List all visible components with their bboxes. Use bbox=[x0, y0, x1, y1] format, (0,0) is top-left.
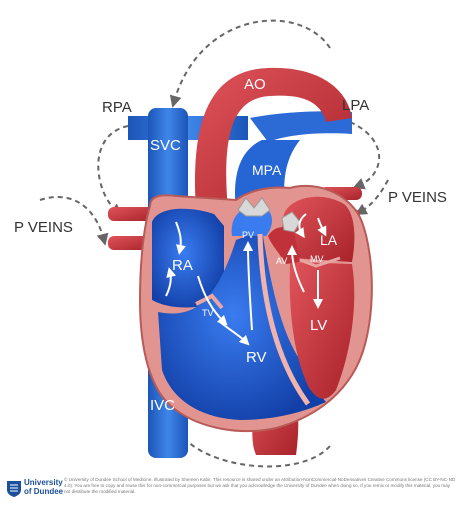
left-ventricle bbox=[289, 262, 355, 399]
flow-arrow-ivc-ra bbox=[165, 267, 177, 297]
label-rpa: RPA bbox=[102, 99, 132, 116]
label-ao: AO bbox=[244, 76, 266, 93]
label-mpa: MPA bbox=[252, 162, 282, 178]
flow-arrow-la-mv bbox=[317, 217, 327, 237]
arrow-pveins-left bbox=[39, 195, 109, 246]
arrow-body-to-svc bbox=[169, 19, 331, 108]
flow-arrow-ra-rv bbox=[197, 275, 228, 326]
label-pv: PV bbox=[242, 230, 254, 240]
flow-arrow-lv-av bbox=[287, 245, 305, 293]
credit-line-1: © University of Dundee School of Medicin… bbox=[64, 477, 456, 482]
pulmonary-valve bbox=[237, 197, 271, 217]
university-shield-icon bbox=[7, 481, 21, 497]
label-p-veins-right: P VEINS bbox=[388, 189, 447, 206]
label-la: LA bbox=[320, 232, 338, 248]
aortic-valve bbox=[281, 211, 301, 233]
right-ventricle bbox=[158, 230, 326, 420]
flow-arrow-rv-pv bbox=[243, 241, 254, 331]
arrow-rpa-to-pveins bbox=[97, 125, 129, 216]
label-lpa: LPA bbox=[342, 97, 369, 114]
label-lv: LV bbox=[310, 317, 327, 334]
mitral-valve bbox=[299, 256, 341, 268]
arrow-pveins-right bbox=[354, 179, 389, 216]
arrow-lpa-to-pveins bbox=[349, 121, 381, 190]
label-rv: RV bbox=[246, 349, 267, 366]
flow-arrow-la-curve bbox=[295, 213, 307, 239]
label-av: AV bbox=[276, 256, 287, 266]
aorta bbox=[194, 67, 352, 210]
flow-arrow-svc-ra bbox=[175, 221, 186, 255]
tricuspid-valve bbox=[195, 293, 224, 310]
credit-line-3: not distribute the modified material. bbox=[64, 489, 136, 494]
credit-line-2: 4.0). You are free to copy and reuse thi… bbox=[64, 483, 451, 488]
label-p-veins-left: P VEINS bbox=[14, 219, 73, 236]
label-mv: MV bbox=[310, 254, 324, 264]
label-ra: RA bbox=[172, 257, 193, 274]
label-svc: SVC bbox=[150, 137, 181, 154]
arrow-body-to-ivc bbox=[173, 422, 331, 468]
label-tv: TV bbox=[202, 308, 214, 318]
credit-text: © University of Dundee School of Medicin… bbox=[64, 477, 468, 495]
university-logo-text: University of Dundee bbox=[24, 478, 63, 496]
label-ivc: IVC bbox=[150, 397, 175, 414]
logo-line-2: of Dundee bbox=[24, 487, 64, 496]
flow-arrow-tv-rv bbox=[219, 321, 250, 346]
pulmonary-vein-left-upper bbox=[108, 207, 154, 221]
septum bbox=[257, 233, 311, 406]
logo-line-1: University bbox=[24, 478, 63, 487]
